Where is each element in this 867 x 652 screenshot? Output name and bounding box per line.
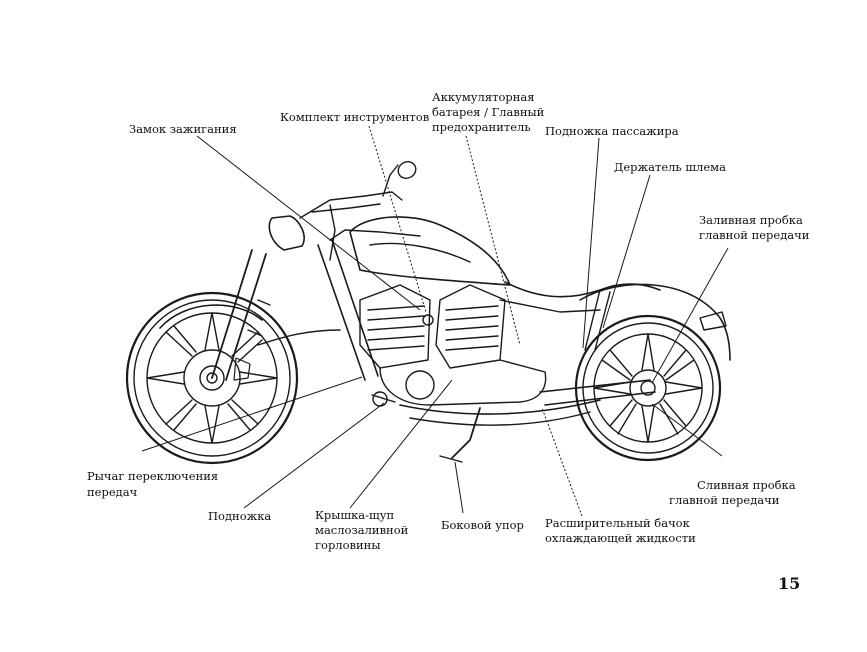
label-shift-lever-line2: передач (87, 485, 138, 499)
label-final-fill-line1: Заливная пробка (699, 213, 803, 227)
headlight (268, 215, 305, 251)
label-footpeg: Подножка (208, 509, 272, 523)
label-battery-line1: Аккумуляторная (432, 90, 535, 104)
leader-lines (141, 125, 729, 517)
front-fender (159, 304, 263, 329)
label-battery-line2: батарея / Главный (432, 105, 545, 119)
label-coolant-line1: Расширительный бачок (545, 516, 690, 530)
label-passenger-peg: Подножка пассажира (545, 124, 679, 138)
rear-wheel (574, 314, 722, 462)
label-helmet-holder: Держатель шлема (614, 160, 726, 174)
label-shift-lever-line1: Рычаг переключения (87, 469, 219, 483)
side-stand (451, 407, 481, 459)
engine (359, 284, 547, 406)
fuel-tank (349, 216, 511, 286)
label-side-stand: Боковой упор (441, 518, 524, 532)
frame (317, 239, 379, 381)
label-oil-cap-line1: Крышка-щуп (315, 508, 395, 522)
label-ignition-lock: Замок зажигания (129, 122, 237, 136)
label-battery-line3: предохранитель (432, 120, 531, 134)
label-final-drain-line2: главной передачи (669, 493, 780, 507)
rear-fender (579, 283, 731, 361)
label-final-fill-line2: главной передачи (699, 228, 810, 242)
label-instrument-set: Комплект инструментов (280, 110, 430, 124)
front-wheel (125, 291, 299, 465)
page-number: 15 (778, 574, 801, 593)
label-coolant-line2: охлаждающей жидкости (545, 531, 696, 545)
front-fork (211, 249, 267, 381)
label-final-drain-line1: Сливная пробка (697, 478, 796, 492)
label-oil-cap-line3: горловины (315, 538, 381, 552)
label-oil-cap-line2: маслозаливной (315, 523, 409, 537)
